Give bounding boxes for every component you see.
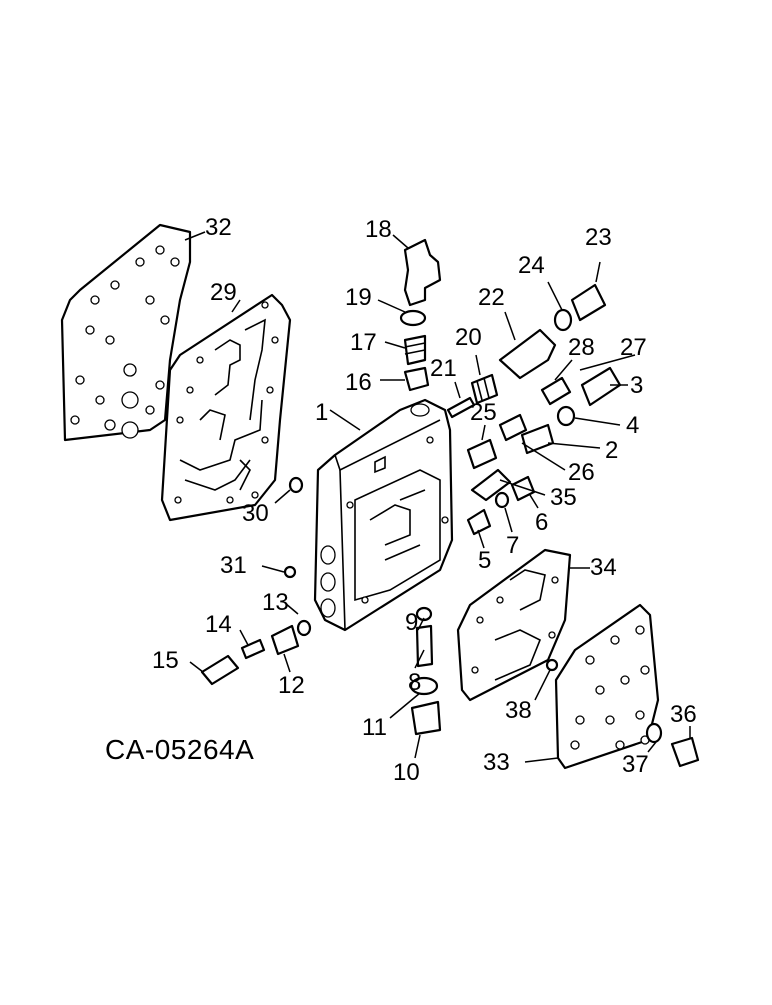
callout-2: 2 xyxy=(605,437,618,464)
o-ring-7 xyxy=(494,491,510,509)
callout-22: 22 xyxy=(478,284,505,311)
plug-10 xyxy=(410,700,442,736)
plug-12 xyxy=(270,624,300,656)
callout-25: 25 xyxy=(470,399,497,426)
callout-5: 5 xyxy=(478,547,491,574)
callout-38: 38 xyxy=(505,697,532,724)
callout-32: 32 xyxy=(205,214,232,241)
leader-lines xyxy=(184,231,691,763)
plug-16 xyxy=(403,366,430,392)
callout-23: 23 xyxy=(585,224,612,251)
o-ring-24 xyxy=(553,308,573,332)
callout-14: 14 xyxy=(205,611,232,638)
callout-9: 9 xyxy=(405,609,418,636)
plug-28 xyxy=(540,376,572,406)
spring-21 xyxy=(446,396,476,419)
callout-34: 34 xyxy=(590,554,617,581)
ball-38 xyxy=(545,658,559,672)
separator-plate-32 xyxy=(60,223,192,442)
figure-id: CA-05264A xyxy=(105,734,254,765)
callout-10: 10 xyxy=(393,759,420,786)
spring-17 xyxy=(403,334,427,366)
o-ring-11 xyxy=(409,676,439,696)
callout-28: 28 xyxy=(568,334,595,361)
callout-12: 12 xyxy=(278,672,305,699)
plug-5 xyxy=(466,508,492,536)
callout-16: 16 xyxy=(345,369,372,396)
callout-11: 11 xyxy=(362,714,387,741)
callout-7: 7 xyxy=(506,532,519,559)
cover-plate-33 xyxy=(554,603,660,770)
o-ring-30 xyxy=(288,476,304,494)
callout-31: 31 xyxy=(220,552,247,579)
valve-26 xyxy=(498,413,528,442)
callout-17: 17 xyxy=(350,329,377,356)
callout-18: 18 xyxy=(365,216,392,243)
spring-20 xyxy=(470,373,499,405)
callout-35: 35 xyxy=(550,484,577,511)
callout-20: 20 xyxy=(455,324,482,351)
callout-8: 8 xyxy=(408,669,421,696)
callout-13: 13 xyxy=(262,589,289,616)
callout-29: 29 xyxy=(210,279,237,306)
callout-15: 15 xyxy=(152,647,179,674)
channel-plate-29 xyxy=(160,293,292,522)
o-ring-13 xyxy=(296,619,312,637)
callout-19: 19 xyxy=(345,284,372,311)
o-ring-9 xyxy=(415,606,433,622)
callout-6: 6 xyxy=(535,509,548,536)
callout-26: 26 xyxy=(568,459,595,486)
separator-plate-34 xyxy=(456,548,572,702)
callout-30: 30 xyxy=(242,500,269,527)
callout-labels: 1 2 3 4 5 6 7 8 9 10 11 12 13 14 15 16 1… xyxy=(152,214,697,786)
valve-22 xyxy=(498,328,557,380)
bolt-36 xyxy=(670,736,700,768)
valve-body-1 xyxy=(313,398,454,632)
plug-27 xyxy=(580,366,622,407)
spring-14 xyxy=(240,638,266,660)
callout-27: 27 xyxy=(620,334,647,361)
plug-23 xyxy=(570,283,607,322)
callout-21: 21 xyxy=(430,355,457,382)
ball-31 xyxy=(283,565,297,579)
o-ring-19 xyxy=(399,309,427,327)
valve-18 xyxy=(403,238,442,307)
callout-36: 36 xyxy=(670,701,697,728)
callout-33: 33 xyxy=(483,749,510,776)
callout-3: 3 xyxy=(630,372,643,399)
washer-37 xyxy=(645,722,663,744)
callout-4: 4 xyxy=(626,412,639,439)
plug-15 xyxy=(200,654,240,686)
spring-25 xyxy=(466,438,498,470)
callout-24: 24 xyxy=(518,252,545,279)
o-ring-4 xyxy=(556,405,576,427)
callout-37: 37 xyxy=(622,751,649,778)
callout-1: 1 xyxy=(315,399,328,426)
valve-35 xyxy=(470,468,512,502)
